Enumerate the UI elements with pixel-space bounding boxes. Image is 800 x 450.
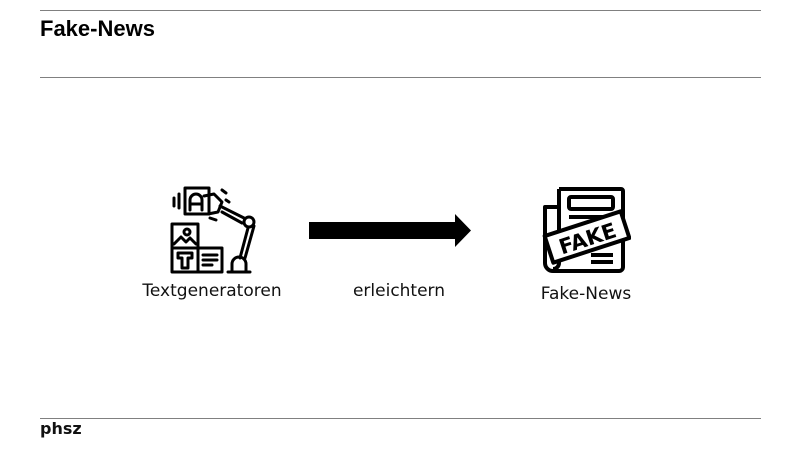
node-label-textgeneratoren: Textgeneratoren bbox=[142, 281, 282, 301]
footer-logo: phsz bbox=[40, 419, 82, 438]
right-arrow-icon bbox=[309, 214, 472, 247]
slide-title: Fake-News bbox=[40, 16, 155, 41]
footer-rule bbox=[40, 418, 761, 419]
title-divider bbox=[40, 77, 761, 78]
fake-newspaper-icon: FAKE bbox=[541, 185, 632, 275]
robot-arm-content-generator-icon bbox=[170, 186, 260, 274]
node-label-fake-news: Fake-News bbox=[540, 284, 632, 304]
top-rule bbox=[40, 10, 761, 11]
edge-label-erleichtern: erleichtern bbox=[352, 281, 446, 301]
